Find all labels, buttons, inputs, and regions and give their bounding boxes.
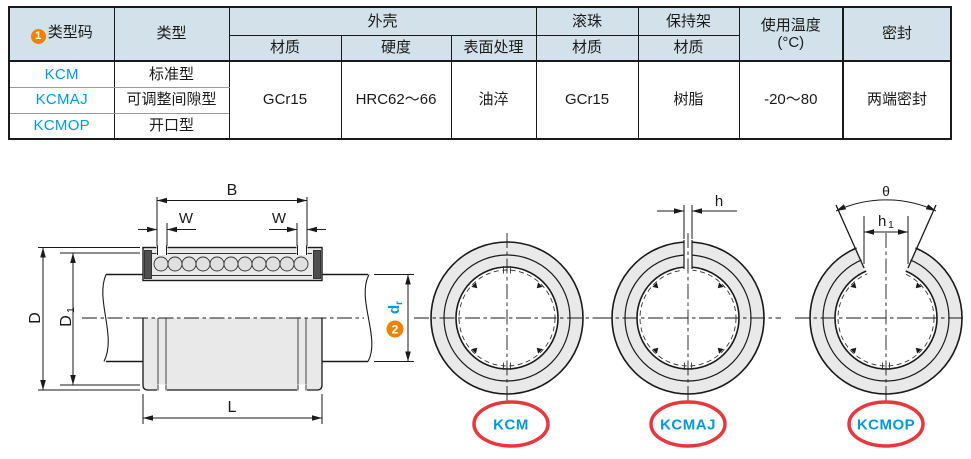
table-row-kcmop: KCMOP 开口型 bbox=[8, 112, 951, 140]
dimension-h bbox=[657, 205, 737, 239]
dimension-dr bbox=[374, 274, 414, 362]
dim-label-D: D bbox=[27, 312, 44, 324]
cell-ball-material: GCr15 bbox=[535, 60, 639, 140]
table-row-kcm: KCM 标准型 GCr15 HRC62～66 油淬 GCr15 树脂 -20～8… bbox=[8, 60, 952, 140]
cell-shell-material: GCr15 bbox=[228, 60, 342, 140]
groove-lines-lower bbox=[157, 318, 307, 384]
note-badge-1: 1 bbox=[30, 29, 46, 44]
shaft-break-right bbox=[364, 274, 373, 362]
header-seal: 密封 bbox=[842, 6, 952, 62]
cell-retainer-material: 树脂 bbox=[637, 60, 740, 140]
svg-text:D: D bbox=[58, 315, 75, 327]
table-row-kcmaj: KCMAJ 可调整间隙型 bbox=[8, 86, 951, 114]
svg-text:r: r bbox=[393, 301, 405, 305]
shaft-break-left bbox=[102, 274, 109, 362]
bushing-lower-half bbox=[142, 318, 323, 391]
bushing-upper-section bbox=[142, 245, 323, 282]
dimension-D bbox=[38, 247, 140, 391]
svg-text:1: 1 bbox=[65, 307, 77, 313]
technical-drawing: B W W D D 1 bbox=[27, 182, 965, 448]
header-temperature: 使用温度 (°C) bbox=[738, 6, 844, 62]
header-retainer-material: 材质 bbox=[637, 34, 740, 62]
dim-label-h1: h 1 bbox=[878, 213, 894, 231]
ball-track-marks bbox=[850, 282, 922, 370]
seal-left bbox=[144, 250, 152, 279]
svg-text:1: 1 bbox=[888, 219, 894, 231]
header-temperature-line1: 使用温度 bbox=[760, 16, 821, 34]
kcmop-view-label[interactable]: KCMOP bbox=[857, 417, 915, 434]
kcm-highlight-ellipse bbox=[472, 400, 550, 448]
dimension-D1 bbox=[60, 252, 140, 386]
header-shell-hardness: 硬度 bbox=[340, 34, 452, 62]
header-retainer: 保持架 bbox=[637, 6, 740, 36]
type-code-kcmaj[interactable]: KCMAJ bbox=[8, 86, 115, 114]
end-view-kcmop: θ h 1 KCMOP bbox=[795, 183, 965, 448]
kcmop-highlight-ellipse bbox=[847, 400, 925, 448]
dim-label-W-right: W bbox=[272, 210, 287, 227]
svg-text:d: d bbox=[386, 305, 403, 314]
side-section-view: B W W D D 1 bbox=[27, 182, 414, 424]
dim-label-B: B bbox=[227, 182, 238, 199]
dim-label-theta: θ bbox=[882, 183, 890, 199]
header-shell-material: 材质 bbox=[228, 34, 342, 62]
ball-track-marks bbox=[652, 282, 724, 370]
dim-label-dr: d r bbox=[386, 301, 405, 314]
svg-text:h: h bbox=[878, 213, 886, 230]
dimension-theta-arc bbox=[835, 199, 937, 212]
kcm-view-label[interactable]: KCM bbox=[493, 417, 529, 434]
dimension-W-left bbox=[138, 223, 196, 246]
type-name-standard: 标准型 bbox=[113, 60, 230, 88]
note-badge-2 bbox=[386, 320, 404, 338]
header-type-code-label: 类型码 bbox=[47, 24, 93, 41]
cell-temperature: -20～80 bbox=[738, 60, 844, 140]
groove-notches-top bbox=[156, 245, 308, 255]
header-shell-surface: 表面处理 bbox=[450, 34, 537, 62]
dimension-B bbox=[156, 197, 308, 246]
dim-label-h: h bbox=[715, 193, 723, 210]
end-view-kcmaj: h KCMAJ bbox=[597, 193, 781, 448]
note-badge-2-number: 2 bbox=[392, 323, 399, 337]
type-code-kcmop[interactable]: KCMOP bbox=[8, 112, 115, 140]
header-ball-material: 材质 bbox=[535, 34, 639, 62]
ball-row bbox=[153, 256, 309, 272]
dimension-L bbox=[142, 394, 323, 424]
end-view-kcm: KCM bbox=[414, 233, 600, 448]
cell-shell-surface: 油淬 bbox=[450, 60, 537, 140]
type-code-kcm[interactable]: KCM bbox=[8, 60, 115, 88]
cell-shell-hardness: HRC62～66 bbox=[340, 60, 452, 140]
dim-label-L: L bbox=[228, 399, 237, 416]
dim-label-W-left: W bbox=[179, 210, 194, 227]
kcmaj-highlight-ellipse bbox=[649, 400, 727, 448]
type-name-open: 开口型 bbox=[113, 112, 230, 140]
ball-track-marks bbox=[471, 266, 543, 370]
header-type: 类型 bbox=[113, 6, 230, 62]
type-name-adjustable: 可调整间隙型 bbox=[113, 86, 230, 114]
kcmaj-view-label[interactable]: KCMAJ bbox=[660, 417, 716, 434]
seal-right bbox=[313, 250, 321, 279]
header-balls: 滚珠 bbox=[535, 6, 639, 36]
header-temperature-line2: (°C) bbox=[777, 34, 805, 51]
dim-label-D1: D 1 bbox=[58, 307, 77, 327]
dimension-W-right bbox=[269, 223, 326, 246]
header-shell: 外壳 bbox=[228, 6, 537, 36]
cell-seal: 两端密封 bbox=[842, 60, 952, 140]
dimension-h1 bbox=[863, 216, 909, 264]
